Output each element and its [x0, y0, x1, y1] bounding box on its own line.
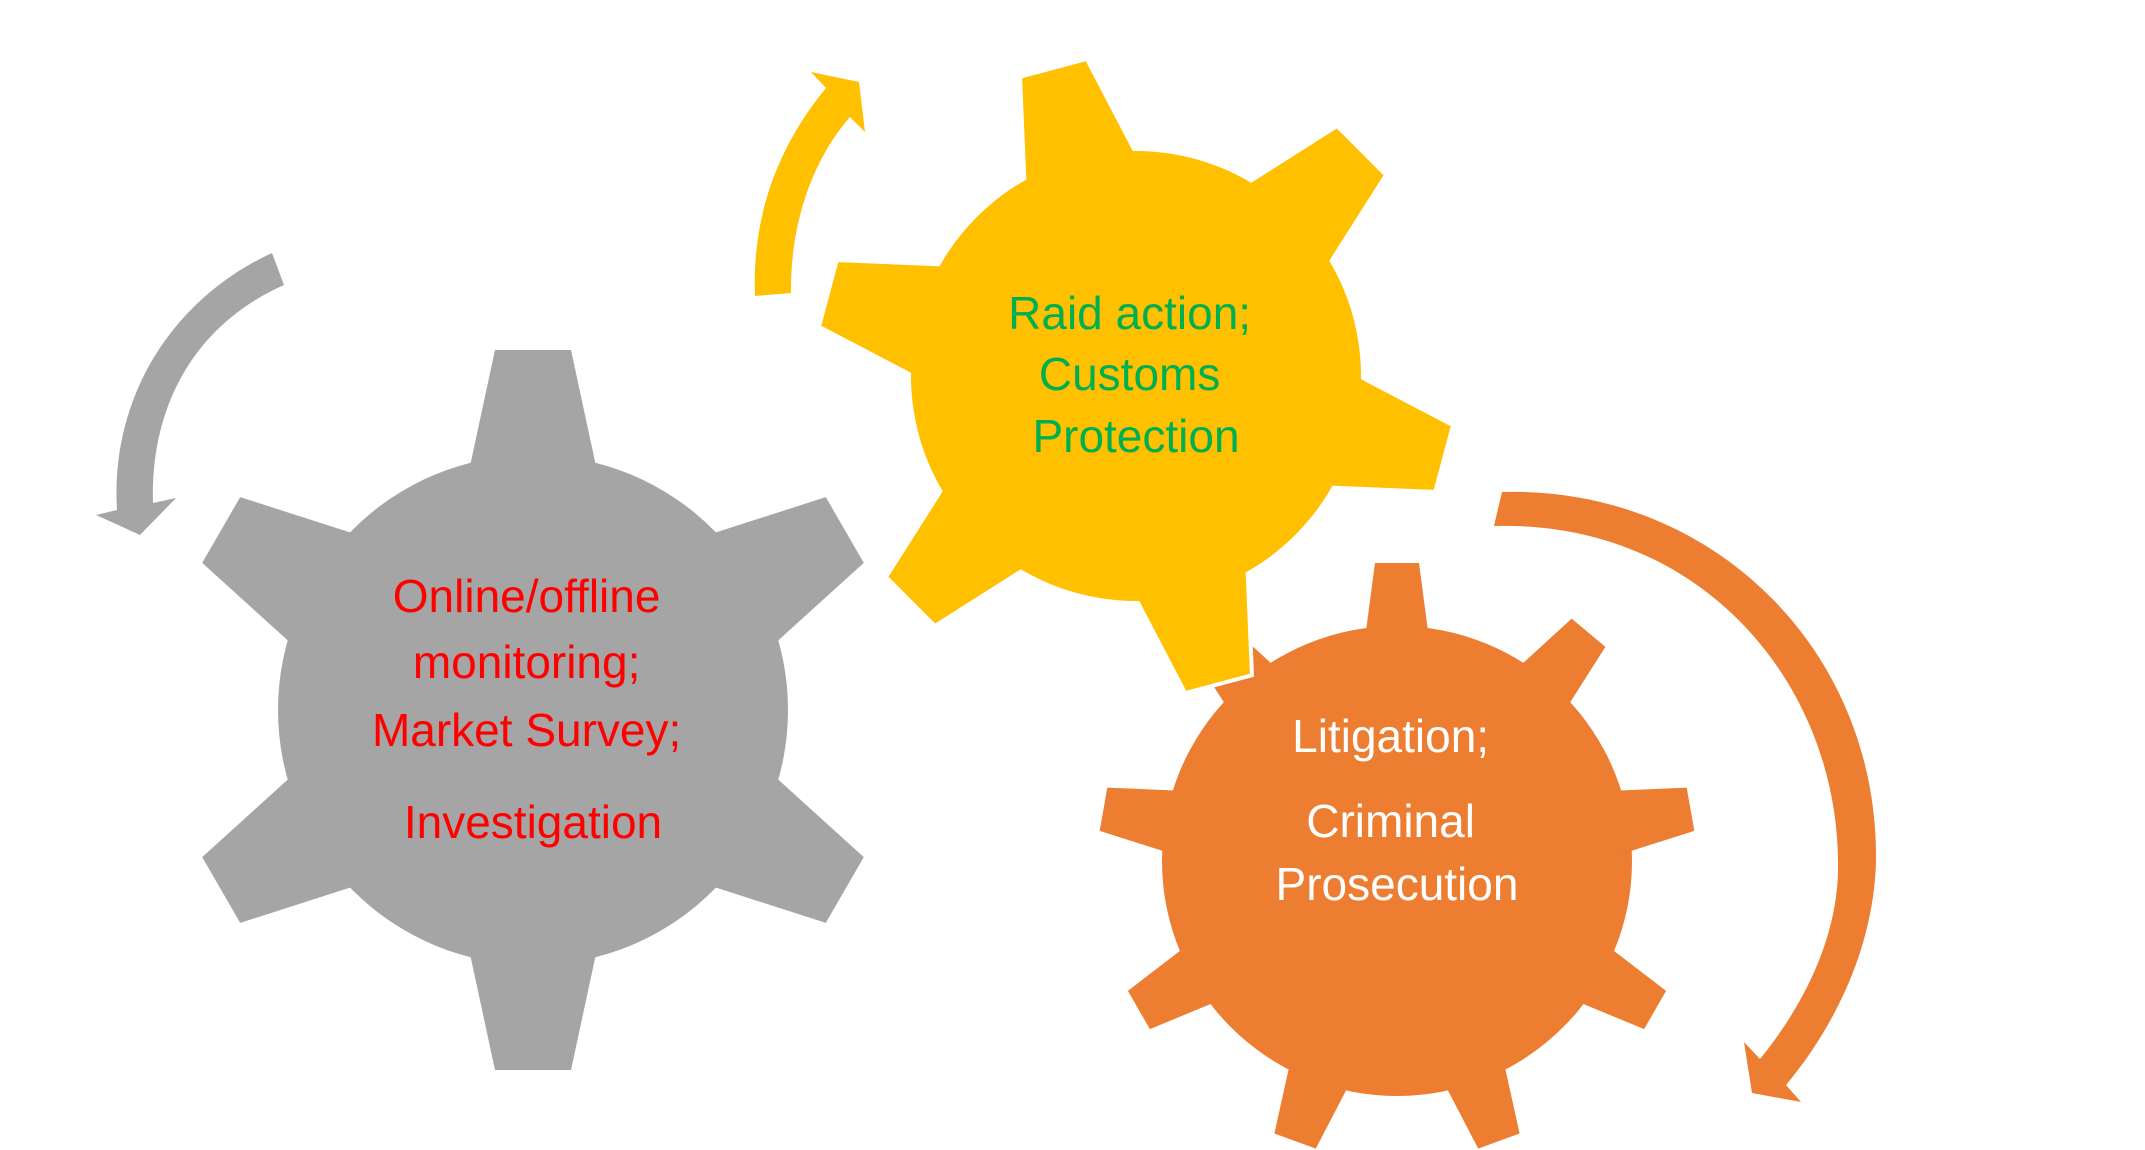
- gear-tooth: [1603, 787, 1695, 857]
- label-line: Criminal: [1306, 795, 1475, 847]
- label-line: Market Survey;: [372, 704, 681, 756]
- gear-body: [911, 151, 1361, 601]
- label-line: monitoring;: [413, 636, 641, 688]
- gear-tooth: [202, 767, 367, 923]
- monitoring-cycle-arrow-icon: [96, 253, 284, 535]
- gear-tooth: [1133, 559, 1250, 691]
- litigation-cycle-arrow-icon: [1494, 491, 1877, 1103]
- gear-raid-label: Raid action; Customs Protection: [1008, 287, 1264, 462]
- gear-tooth: [1319, 373, 1451, 490]
- gear-tooth: [1239, 128, 1384, 273]
- label-line: Online/offline: [393, 570, 661, 622]
- gear-tooth: [1439, 1051, 1520, 1149]
- gear-tooth: [1022, 61, 1139, 193]
- gear-litigation-label: Litigation; Criminal Prosecution: [1276, 710, 1519, 910]
- gear-body: [1162, 626, 1632, 1096]
- gear-tooth: [1509, 618, 1606, 718]
- label-line: Prosecution: [1276, 858, 1519, 910]
- gear-tooth: [1364, 563, 1430, 646]
- gear-tooth: [1274, 1051, 1355, 1149]
- raid-cycle-arrow-icon: [754, 72, 865, 296]
- gear-body: [278, 455, 788, 965]
- gear-tooth: [821, 262, 953, 379]
- gear-litigation: [1099, 563, 1695, 1149]
- label-line: Protection: [1032, 410, 1239, 462]
- label-line: Customs: [1039, 348, 1220, 400]
- gear-monitoring: [202, 350, 864, 1070]
- gear-monitoring-label: Online/offline monitoring; Market Survey…: [372, 570, 694, 848]
- gear-tooth: [699, 767, 864, 923]
- gear-tooth: [1127, 939, 1228, 1030]
- gear-raid: [816, 56, 1456, 696]
- gear-tooth: [467, 350, 599, 480]
- gear-tooth: [202, 497, 367, 653]
- gear-tooth: [467, 940, 599, 1070]
- label-line: Raid action;: [1008, 287, 1251, 339]
- gear-tooth: [1099, 787, 1191, 857]
- gear-tooth: [699, 497, 864, 653]
- label-line: Investigation: [404, 796, 662, 848]
- label-line: Litigation;: [1292, 710, 1489, 762]
- gear-tooth: [888, 479, 1033, 624]
- gear-tooth: [1566, 939, 1667, 1030]
